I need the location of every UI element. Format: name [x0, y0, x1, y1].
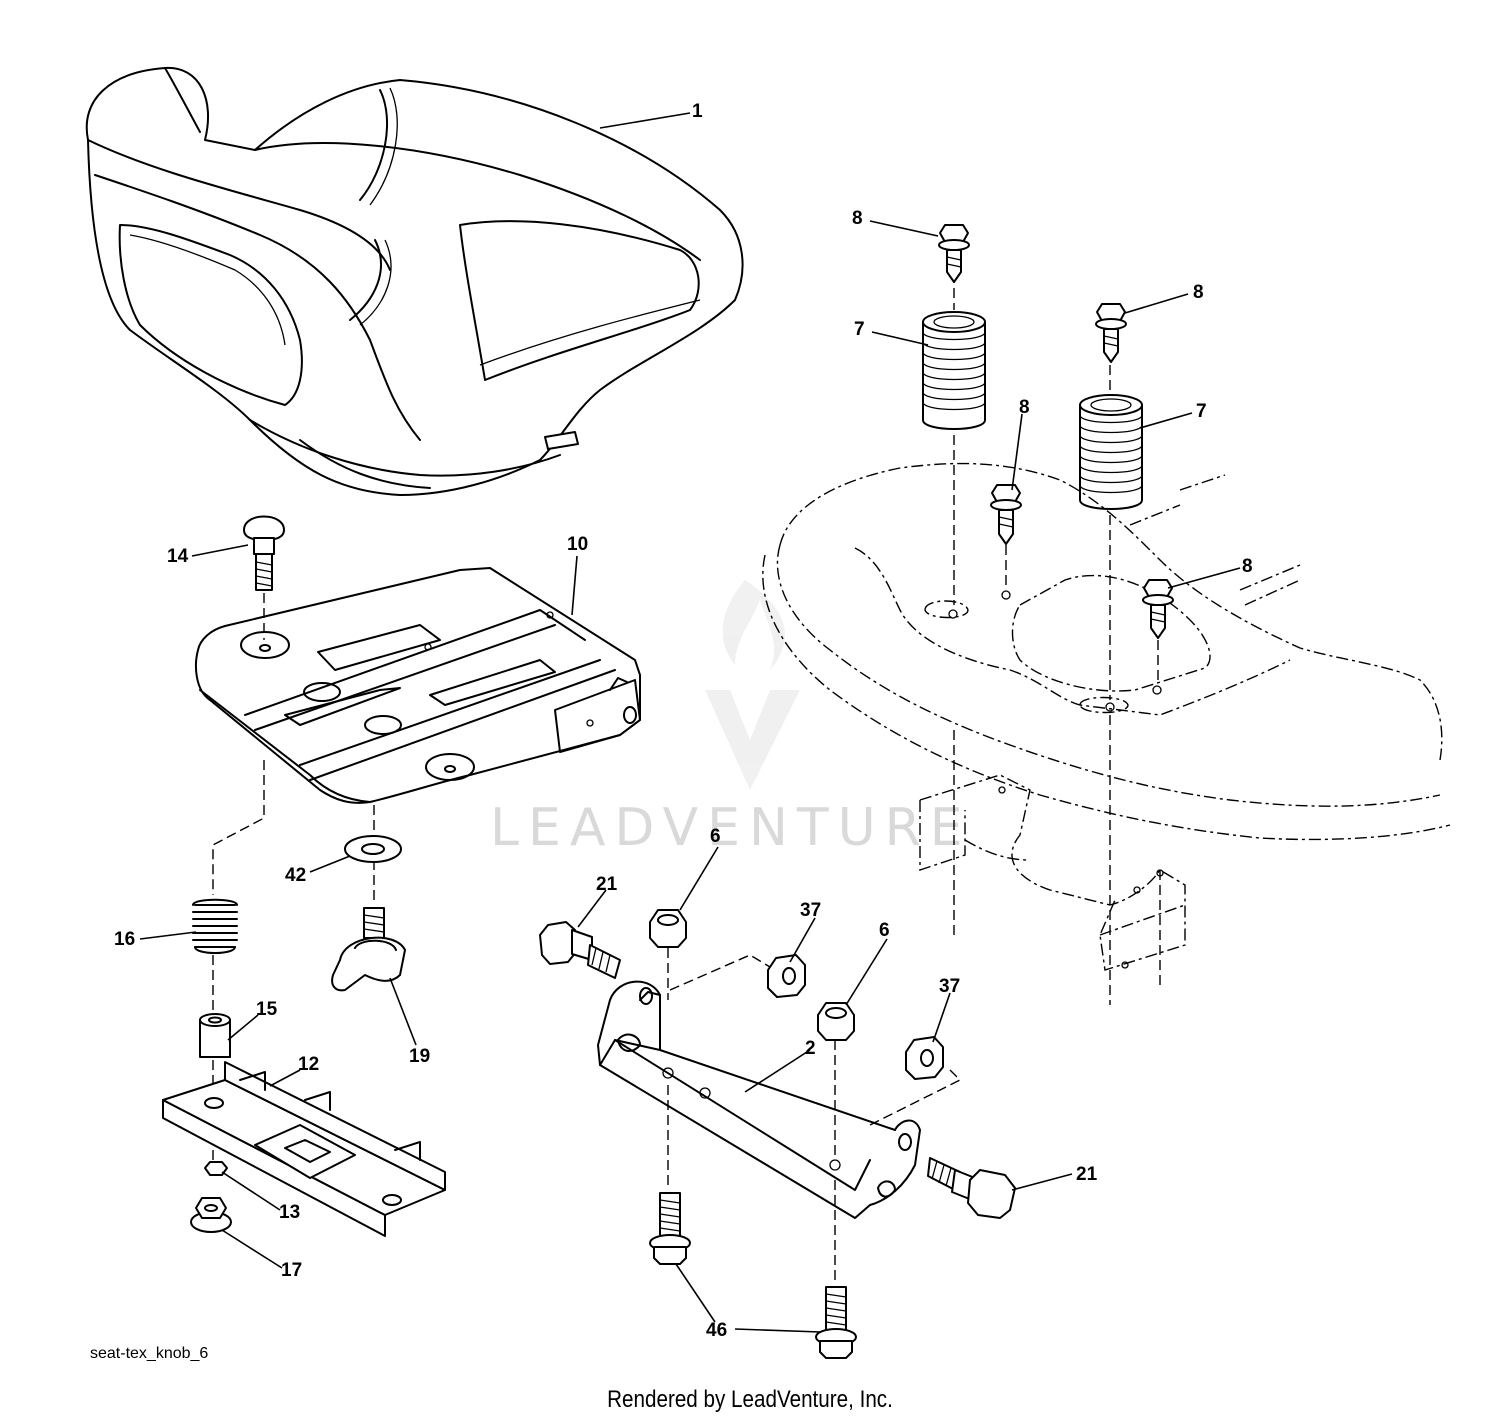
bolt-part-8-d[interactable]: [1142, 579, 1174, 639]
spring-part-7-a[interactable]: [922, 311, 986, 430]
callout-21: 21: [596, 874, 618, 895]
callout-12: 12: [298, 1054, 319, 1075]
callout-7: 7: [1196, 401, 1207, 422]
callout-13: 13: [279, 1202, 300, 1223]
callout-46: 46: [706, 1320, 727, 1341]
bolt-part-8-b[interactable]: [1095, 303, 1127, 363]
callout-6: 6: [879, 920, 890, 941]
spacer-part-15[interactable]: [199, 1013, 231, 1058]
callout-labels: 1 8 7 8 8 7 8 14 10 42 16 15 19 12 13 17…: [114, 101, 1253, 1341]
callout-7: 7: [854, 319, 865, 340]
tractor-frame-phantom: [762, 462, 1451, 971]
hex-nut-part-37-b[interactable]: [905, 1036, 944, 1080]
leadventure-watermark-logo: [705, 580, 800, 790]
seat-pan-part-10[interactable]: [195, 567, 641, 804]
hex-nut-part-37-a[interactable]: [767, 954, 806, 998]
nut-part-13[interactable]: [204, 1161, 228, 1176]
callout-6: 6: [710, 826, 721, 847]
callout-21: 21: [1076, 1164, 1098, 1185]
callout-37: 37: [800, 900, 821, 921]
callout-8: 8: [852, 208, 863, 229]
callout-15: 15: [256, 999, 278, 1020]
knob-part-19[interactable]: [331, 907, 406, 992]
spring-part-7-b[interactable]: [1079, 394, 1143, 510]
lock-nut-part-6-b[interactable]: [817, 1002, 855, 1041]
callout-8: 8: [1242, 556, 1253, 577]
shoulder-bolt-part-21-b[interactable]: [927, 1157, 1016, 1219]
footer-credit: Rendered by LeadVenture, Inc.: [607, 1386, 893, 1413]
callout-8: 8: [1193, 282, 1204, 303]
carriage-bolt-part-14[interactable]: [243, 515, 285, 591]
bolt-part-8-c[interactable]: [990, 484, 1022, 545]
bolt-part-8-a[interactable]: [938, 224, 970, 283]
callout-10: 10: [567, 534, 588, 555]
callout-1: 1: [692, 101, 703, 122]
washer-part-42[interactable]: [344, 835, 402, 863]
shoulder-bolt-part-21-a[interactable]: [539, 921, 621, 979]
callout-8: 8: [1019, 397, 1030, 418]
seat-part-1[interactable]: [85, 66, 744, 496]
callout-19: 19: [409, 1046, 430, 1067]
flange-bolt-part-46-a[interactable]: [649, 1192, 691, 1265]
callout-17: 17: [281, 1260, 302, 1281]
spring-part-16[interactable]: [192, 898, 238, 954]
callout-16: 16: [114, 929, 135, 950]
callout-42: 42: [285, 865, 306, 886]
callout-2: 2: [805, 1038, 816, 1059]
watermark-text: LEADVENTURE: [490, 798, 972, 858]
lock-nut-part-6-a[interactable]: [649, 909, 687, 948]
flange-nut-part-17[interactable]: [190, 1197, 232, 1233]
mounting-bracket-part-2[interactable]: [597, 980, 921, 1219]
bracket-part-12[interactable]: [162, 1061, 446, 1237]
leader-lines: [139, 112, 1241, 1333]
diagram-code: seat-tex_knob_6: [90, 1345, 209, 1362]
flange-bolt-part-46-b[interactable]: [815, 1286, 857, 1359]
callout-37: 37: [939, 976, 960, 997]
callout-14: 14: [167, 546, 189, 567]
